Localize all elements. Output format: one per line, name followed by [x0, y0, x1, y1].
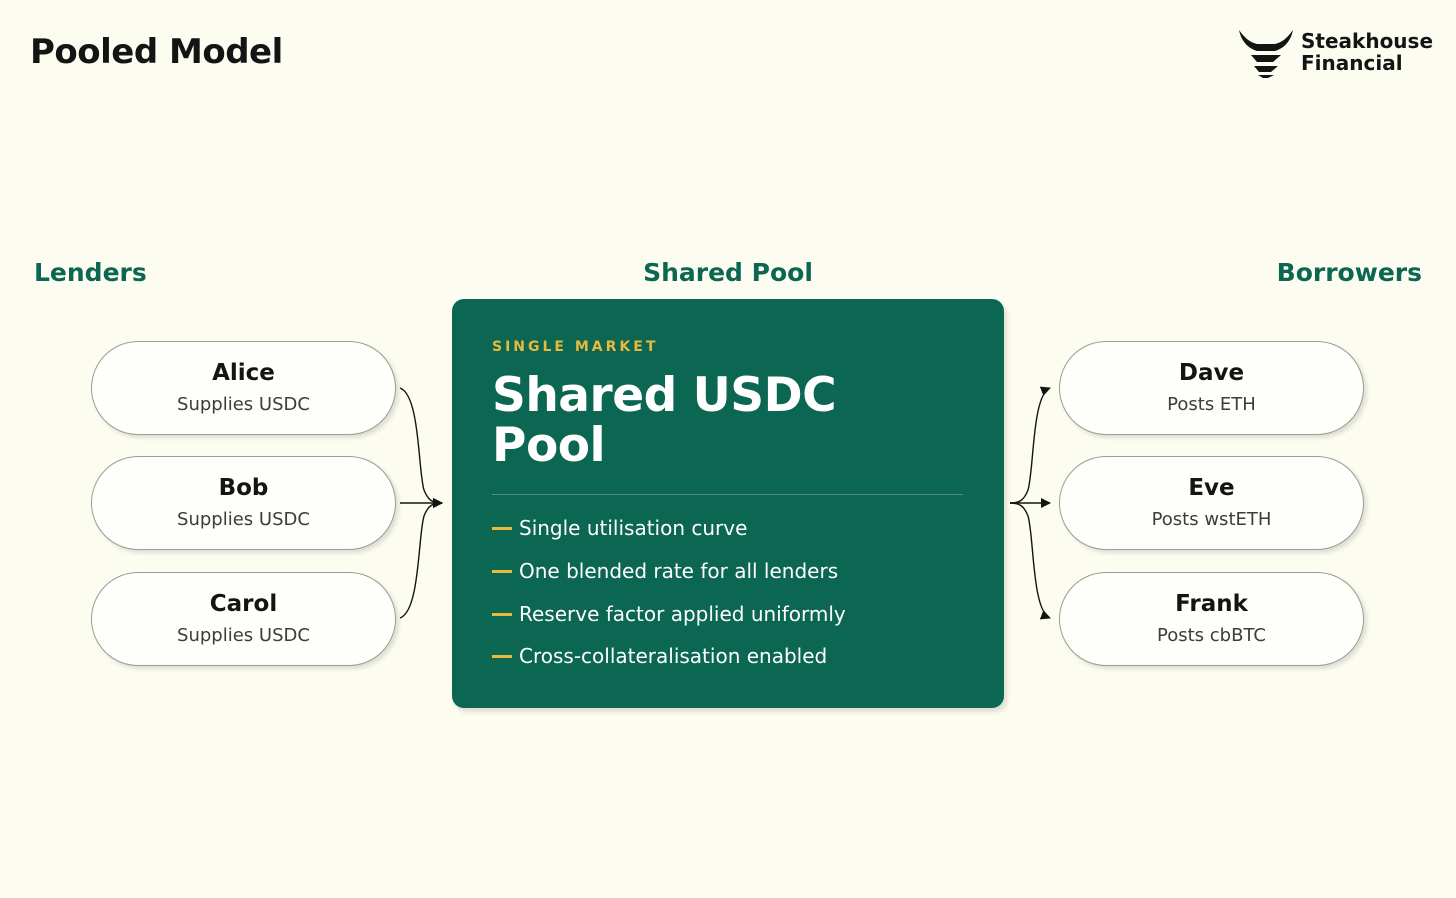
pool-feature-text: One blended rate for all lenders	[519, 559, 839, 583]
lenders-heading: Lenders	[34, 258, 147, 287]
borrower-card-frank: Frank Posts cbBTC	[1059, 572, 1364, 666]
shared-pool-card: SINGLE MARKET Shared USDC Pool Single ut…	[452, 299, 1004, 708]
lender-detail: Supplies USDC	[177, 509, 310, 530]
borrowers-heading: Borrowers	[1276, 258, 1422, 287]
dash-bullet-icon	[492, 613, 512, 616]
borrower-card-dave: Dave Posts ETH	[1059, 341, 1364, 435]
borrower-name: Eve	[1188, 475, 1235, 501]
lender-name: Alice	[212, 360, 275, 386]
connector-dave	[1009, 386, 1051, 504]
lender-name: Bob	[218, 475, 269, 501]
bull-horns-logo-icon	[1239, 30, 1293, 78]
brand-name-line-1: Steakhouse	[1301, 29, 1434, 53]
lender-detail: Supplies USDC	[177, 625, 310, 646]
borrower-name: Frank	[1175, 591, 1248, 617]
connector-frank	[1009, 502, 1051, 620]
connector-carol	[399, 498, 443, 619]
borrower-card-eve: Eve Posts wstETH	[1059, 456, 1364, 550]
pool-feature-text: Reserve factor applied uniformly	[519, 602, 846, 626]
pool-feature-text: Cross-collateralisation enabled	[519, 644, 828, 668]
brand-name-line-2: Financial	[1301, 51, 1403, 75]
pool-feature-text: Single utilisation curve	[519, 516, 748, 540]
pool-kicker: SINGLE MARKET	[492, 339, 659, 355]
borrower-detail: Posts cbBTC	[1157, 625, 1266, 646]
page-title: Pooled Model	[30, 32, 283, 72]
brand-logo: Steakhouse Financial	[1237, 28, 1437, 78]
borrower-name: Dave	[1178, 360, 1245, 386]
lender-card-carol: Carol Supplies USDC	[91, 572, 396, 666]
borrower-detail: Posts wstETH	[1151, 509, 1272, 530]
borrower-detail: Posts ETH	[1167, 394, 1256, 415]
dash-bullet-icon	[492, 655, 512, 658]
lender-name: Carol	[209, 591, 278, 617]
lender-card-alice: Alice Supplies USDC	[91, 341, 396, 435]
pool-divider	[492, 494, 963, 495]
shared-pool-heading: Shared Pool	[643, 258, 813, 287]
pool-title: Shared USDC Pool	[492, 368, 837, 473]
dash-bullet-icon	[492, 527, 512, 530]
lender-detail: Supplies USDC	[177, 394, 310, 415]
dash-bullet-icon	[492, 570, 512, 573]
lender-card-bob: Bob Supplies USDC	[91, 456, 396, 550]
connector-alice	[399, 387, 443, 508]
